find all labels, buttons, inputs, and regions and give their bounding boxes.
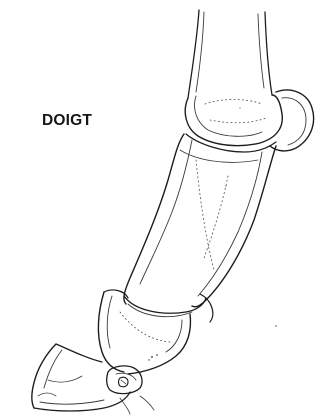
figure-label: DOIGT xyxy=(42,112,92,130)
navicular-bone xyxy=(107,366,142,394)
stipple-details xyxy=(120,107,277,414)
middle-phalanx xyxy=(98,290,190,374)
pastern-joint xyxy=(124,294,213,322)
cannon-bone xyxy=(185,10,282,146)
proximal-phalanx xyxy=(124,134,276,307)
distal-phalanx xyxy=(32,344,130,411)
